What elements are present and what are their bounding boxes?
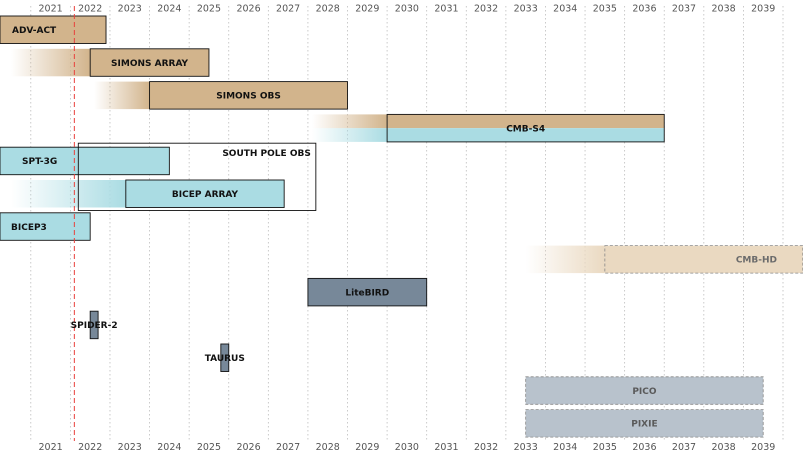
bicep-array-label: BICEP ARRAY [172,190,239,200]
taurus-bar [220,343,230,372]
year-tick-top: 2028 [316,4,340,15]
year-tick-top: 2033 [514,4,538,15]
year-tick-top: 2029 [355,4,379,15]
simons-obs-label: SIMONS OBS [216,92,281,102]
adv-act-bar [0,15,107,44]
pico-bar [525,376,764,405]
year-tick-bottom: 2035 [593,442,617,452]
year-tick-bottom: 2038 [712,442,736,452]
south-pole-obs-group-box [77,142,317,211]
year-tick-bottom: 2022 [78,442,102,452]
bicep3-label: BICEP3 [11,223,47,233]
simons-obs-fade [94,81,150,110]
year-tick-bottom: 2021 [38,442,62,452]
year-tick-bottom: 2039 [751,442,775,452]
spider-2-bar [89,310,99,340]
year-tick-bottom: 2030 [395,442,419,452]
year-tick-top: 2037 [672,4,696,15]
pixie-bar [525,409,764,438]
year-tick-top: 2027 [276,4,300,15]
cmb-hd-fade [525,245,605,274]
bicep-array-fade [11,180,126,208]
taurus-label: TAURUS [205,354,245,364]
year-tick-bottom: 2026 [236,442,260,452]
year-tick-bottom: 2034 [553,442,577,452]
simons-array-fade [11,48,91,77]
year-tick-bottom: 2036 [632,442,656,452]
bicep-array-bar [125,179,285,208]
year-tick-top: 2030 [395,4,419,15]
cmb-s4-bar-outline [386,113,665,143]
bottom-year-axis: 2021 2022 2023 2024 2025 2026 2027 2028 2029 2030… [38,442,775,452]
simons-obs-bar [149,81,348,110]
year-tick-bottom: 2032 [474,442,498,452]
spt-3g-label: SPT-3G [22,157,57,167]
bar-layer [0,15,803,438]
cmb-s4-label: CMB-S4 [506,124,545,134]
adv-act-label: ADV-ACT [12,26,57,36]
litebird-bar [307,277,428,307]
year-tick-bottom: 2025 [197,442,221,452]
south-pole-obs-group-label: SOUTH POLE OBS [222,149,311,159]
year-tick-top: 2031 [434,4,458,15]
year-tick-bottom: 2029 [355,442,379,452]
cmb-hd-label: CMB-HD [736,256,777,266]
year-tick-bottom: 2037 [672,442,696,452]
pico-label: PICO [632,387,657,397]
year-tick-top: 2025 [197,4,221,15]
cmb-s4-bar-bottom [387,128,665,142]
year-tick-top: 2026 [236,4,260,15]
cmb-s4-fade-top [311,114,388,129]
bicep3-bar [0,212,91,241]
year-tick-bottom: 2024 [157,442,181,452]
year-tick-top: 2036 [632,4,656,15]
year-tick-top: 2021 [38,4,62,15]
cmb-s4-fade-bottom [311,128,388,142]
pixie-label: PIXIE [631,420,657,430]
year-tick-bottom: 2023 [118,442,142,452]
cmb-s4-bar-top [387,114,665,129]
year-tick-top: 2022 [78,4,102,15]
top-year-axis: 2021 2022 2023 2024 2025 2026 2027 2028 2029 2030… [38,4,775,15]
year-tick-top: 2035 [593,4,617,15]
year-tick-top: 2039 [751,4,775,15]
label-layer: ADV-ACT SIMONS ARRAY SIMONS OBS CMB-S4SPT-3… [11,26,777,430]
spt-3g-bar [0,146,170,176]
simons-array-bar [89,48,210,77]
litebird-label: LiteBIRD [345,288,389,298]
year-tick-top: 2024 [157,4,181,15]
simons-array-label: SIMONS ARRAY [111,59,189,69]
group-layer [77,142,317,211]
spider-2-label: SPIDER-2 [71,321,118,331]
year-tick-top: 2032 [474,4,498,15]
year-tick-bottom: 2028 [316,442,340,452]
year-tick-top: 2034 [553,4,577,15]
year-tick-bottom: 2033 [514,442,538,452]
year-tick-top: 2023 [118,4,142,15]
year-tick-top: 2038 [712,4,736,15]
year-tick-bottom: 2027 [276,442,300,452]
year-tick-bottom: 2031 [434,442,458,452]
grid-layer [30,6,784,441]
